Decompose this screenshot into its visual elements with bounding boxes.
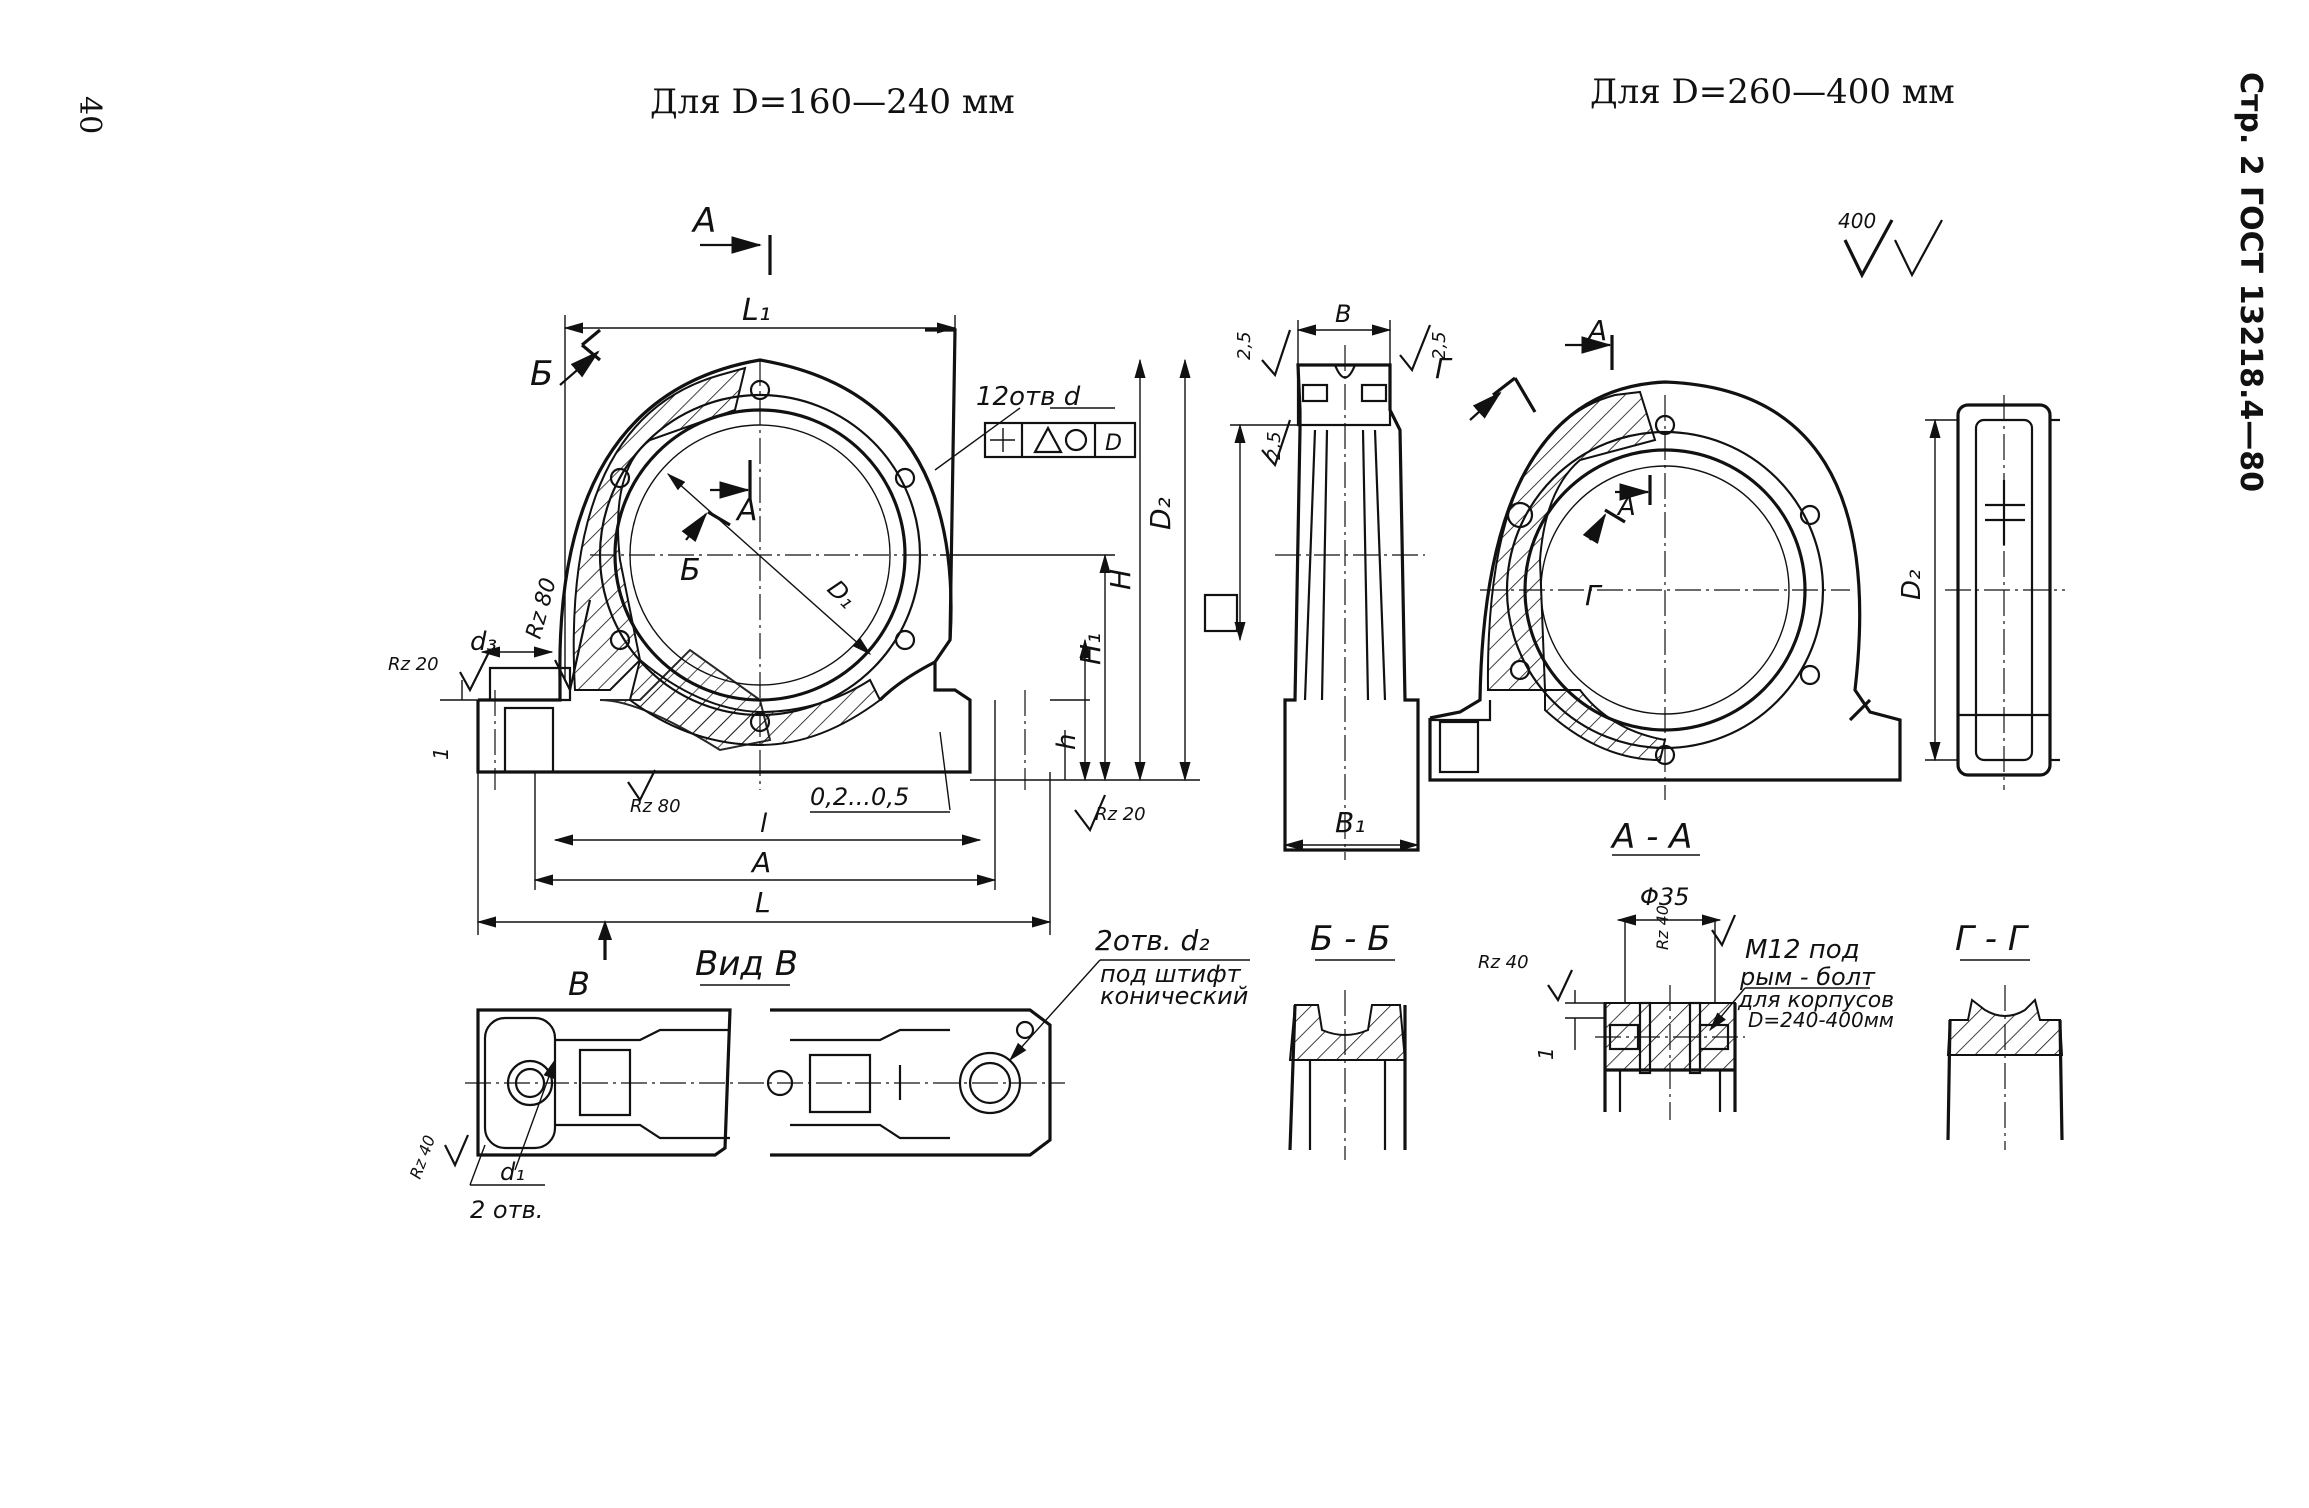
label-phi35: Φ35 — [1640, 883, 1689, 911]
roughness-value: 400 — [1838, 209, 1876, 233]
label-Rz80-bottom: Rz 80 — [630, 796, 681, 817]
label-D2: D₂ — [1144, 497, 1177, 530]
label-m12-2: рым - болт — [1739, 963, 1876, 991]
label-1-AA: 1 — [1534, 1047, 1558, 1060]
label-G-right-inner: Г — [1585, 579, 1603, 612]
drawing-labels: А Б L₁ А Б 12отв d D D₁ D₂ H H₁ h Rz 80 … — [388, 201, 2030, 1224]
label-Rz20-right: Rz 20 — [1095, 804, 1146, 825]
label-gap: 0,2...0,5 — [810, 783, 909, 811]
label-2holes: 2 отв. — [470, 1196, 543, 1224]
label-L: L — [755, 886, 771, 919]
label-Rz40-AA: Rz 40 — [1478, 952, 1529, 973]
label-H: H — [1104, 569, 1137, 590]
label-A-top: А — [691, 201, 716, 241]
label-h: h — [1052, 734, 1082, 750]
label-2holes-d2: 2отв. d₂ — [1095, 924, 1210, 957]
dimensions-left — [440, 315, 1200, 935]
label-A-inner: А — [735, 493, 758, 528]
header-right: Для D=260—400 мм — [1590, 72, 1955, 112]
label-L1: L₁ — [742, 293, 771, 328]
section-gg — [1946, 959, 2064, 1150]
label-G-right: Г — [1435, 352, 1453, 385]
label-sec-AA: А - А — [1610, 817, 1692, 857]
tolerance-datum: D — [1105, 431, 1122, 456]
label-l: l — [760, 809, 768, 839]
label-d1: d₁ — [500, 1158, 525, 1186]
label-B-inner: Б — [680, 553, 701, 588]
front-view-small — [476, 235, 1026, 790]
label-sec-BB: Б - Б — [1310, 919, 1391, 959]
side-view-large — [1925, 395, 2065, 790]
label-Rz20-left: Rz 20 — [388, 654, 439, 675]
label-Rz40-viewB: Rz 40 — [406, 1133, 439, 1182]
label-Rz80-left: Rz 80 — [522, 575, 562, 641]
label-chamfer-1: 2,5 — [1234, 331, 1255, 360]
label-1-left: 1 — [429, 747, 453, 760]
label-A-dim: A — [750, 846, 771, 879]
label-B1: B₁ — [1335, 806, 1365, 839]
label-B-top: Б — [530, 354, 553, 394]
side-view-small — [1203, 320, 1432, 860]
label-A-right: А — [1586, 314, 1607, 347]
front-view-large — [1428, 219, 1943, 800]
label-view-B: Вид В — [695, 944, 798, 984]
view-b — [444, 920, 1250, 1186]
label-view-arrow: В — [568, 965, 590, 1003]
label-m12-1: M12 под — [1745, 935, 1860, 965]
label-holes: 12отв d — [976, 382, 1081, 412]
label-pin-note-2: конический — [1100, 982, 1248, 1010]
label-D1: D₁ — [822, 574, 862, 614]
label-A-right-inner: А — [1616, 492, 1636, 522]
label-B-width: B — [1335, 300, 1351, 328]
label-H1: H₁ — [1074, 633, 1107, 665]
label-m12-4: D=240-400мм — [1748, 1008, 1894, 1032]
label-sec-GG: Г - Г — [1955, 919, 2030, 959]
section-aa — [1547, 854, 1870, 1120]
label-chamfer-2: 2,5 — [1429, 331, 1450, 360]
label-chamfer-3: 2,5 — [1264, 431, 1285, 460]
label-m12-3: для корпусов — [1737, 988, 1894, 1013]
label-d3: d₃ — [470, 627, 497, 657]
label-pin-note-1: под штифт — [1100, 960, 1242, 988]
label-D2-right: D₂ — [1897, 570, 1927, 600]
label-Rz40-AA-top: Rz 40 — [1653, 905, 1672, 950]
section-bb — [1288, 959, 1407, 1160]
header-left: Для D=160—240 мм — [650, 82, 1015, 122]
